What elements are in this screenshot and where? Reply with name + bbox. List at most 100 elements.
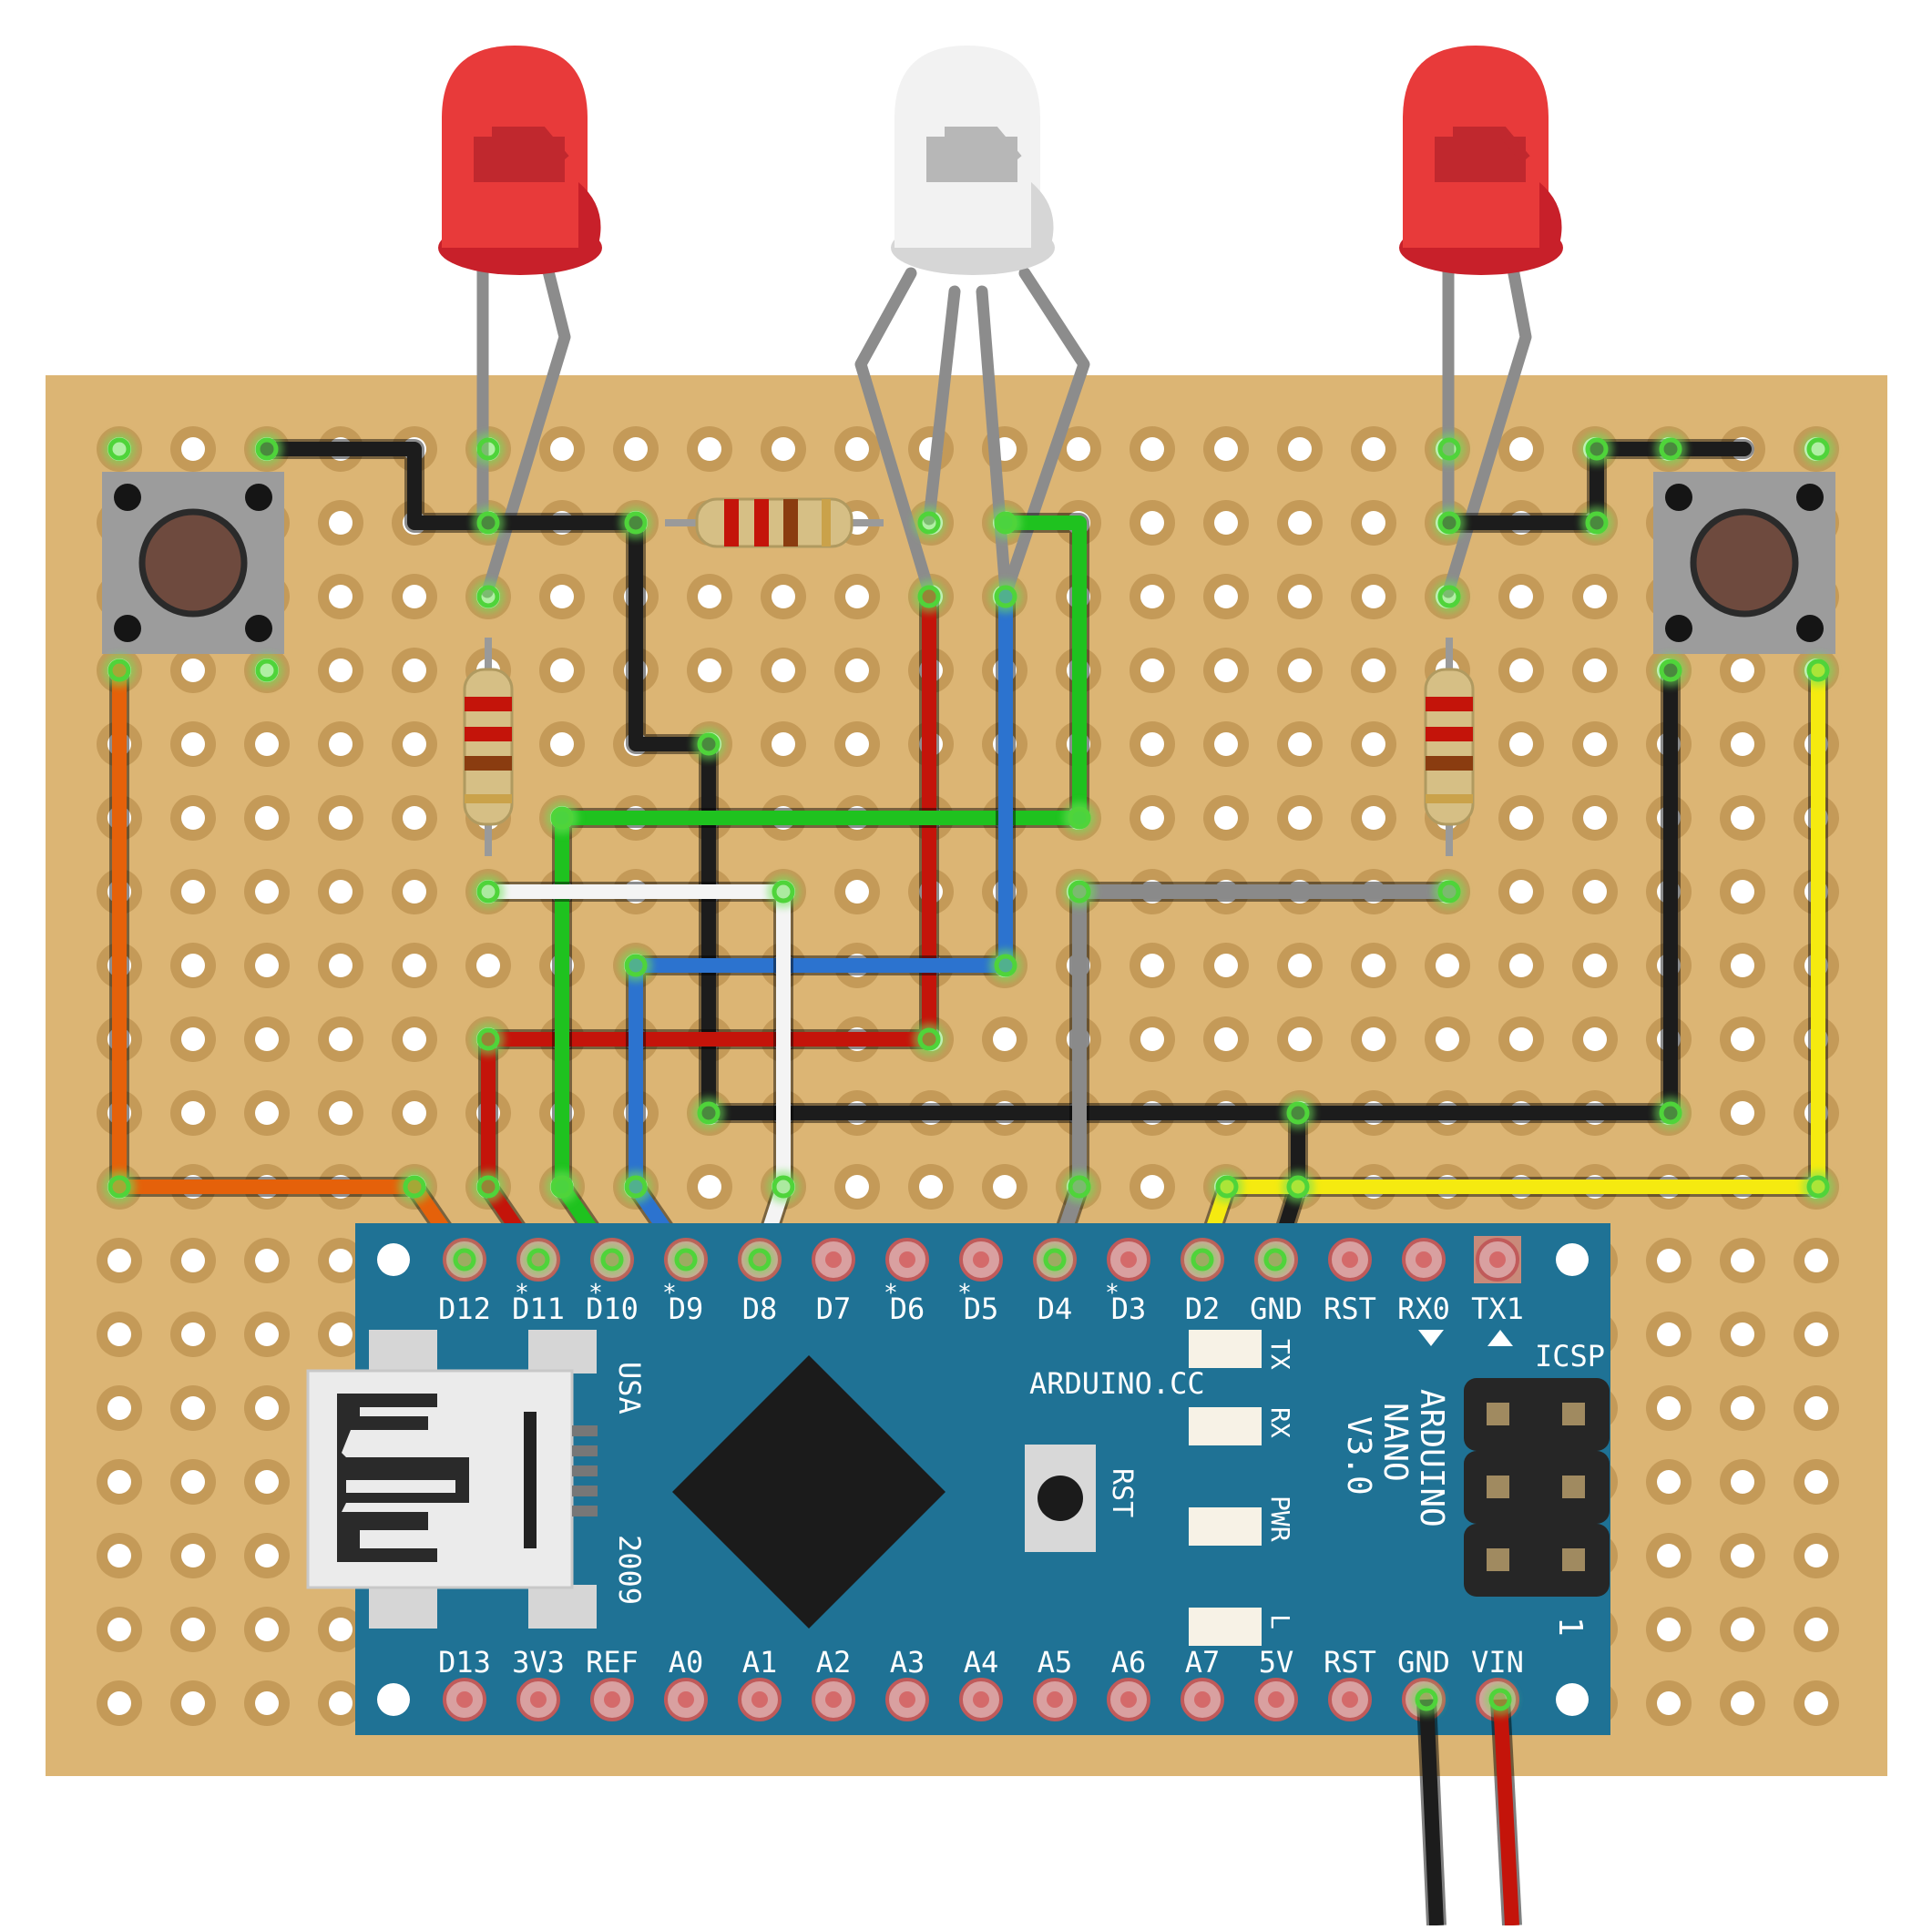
hole	[255, 732, 279, 756]
resistor-top	[665, 497, 884, 548]
hole	[1140, 511, 1164, 535]
hole	[1067, 437, 1090, 461]
usb-connector	[306, 1330, 598, 1629]
connection-marker	[1286, 1101, 1310, 1125]
hole	[255, 806, 279, 830]
hole	[329, 1027, 353, 1051]
connection-glow	[1802, 433, 1835, 465]
hole	[329, 1691, 353, 1715]
nano-pin-center	[1120, 1251, 1137, 1268]
hole	[255, 954, 279, 977]
hole	[255, 1470, 279, 1494]
hole	[1509, 585, 1533, 608]
hole	[845, 437, 869, 461]
hole	[181, 1618, 205, 1641]
nano-pin-label: VIN	[1471, 1645, 1524, 1680]
nano-pin-label: A4	[964, 1645, 999, 1680]
led-red-left	[438, 46, 602, 275]
connection-marker	[1068, 1175, 1091, 1199]
year-label: 2009	[612, 1535, 647, 1605]
nano-pin-center	[456, 1691, 473, 1708]
connection-glow	[472, 1023, 505, 1056]
hole	[1657, 1322, 1681, 1346]
nano-pin-center	[678, 1691, 694, 1708]
button-pin	[1665, 484, 1692, 511]
wire-black-left-top	[260, 442, 1678, 1120]
button-pin	[245, 484, 272, 511]
hole	[107, 1544, 131, 1567]
hole	[329, 954, 353, 977]
led-label-pwr: PWR	[1265, 1496, 1295, 1542]
connection-marker	[674, 1248, 698, 1271]
hole	[698, 1175, 721, 1199]
hole	[1657, 1396, 1681, 1420]
hole	[1509, 880, 1533, 904]
nano-pin-label: A1	[742, 1645, 778, 1680]
push-button-right	[1653, 472, 1835, 654]
hole	[329, 1322, 353, 1346]
icsp-header	[1464, 1378, 1610, 1597]
connection-marker	[1068, 880, 1091, 904]
hole	[845, 659, 869, 682]
connection-glow	[472, 580, 505, 613]
hole	[1288, 1027, 1312, 1051]
nano-pin-label: D10	[586, 1292, 639, 1326]
nano-pwm-star: *	[515, 1280, 529, 1307]
led-flat	[1539, 182, 1562, 250]
nano-pin-label: D6	[890, 1292, 925, 1326]
nano-pin-label: D12	[438, 1292, 491, 1326]
nano-pin-label: A5	[1038, 1645, 1073, 1680]
nano-pin-center	[899, 1251, 915, 1268]
hole	[1731, 1544, 1754, 1567]
resistor-band	[1426, 727, 1473, 741]
led-anvil	[945, 127, 1022, 163]
hole	[1140, 437, 1164, 461]
nano-pin-label: RST	[1324, 1292, 1376, 1326]
nano-pin-label: A6	[1111, 1645, 1147, 1680]
hole	[698, 437, 721, 461]
nano-pin-label: A3	[890, 1645, 925, 1680]
hole	[107, 1322, 131, 1346]
hole	[329, 1618, 353, 1641]
resistor-band	[465, 727, 512, 741]
hole	[1657, 1618, 1681, 1641]
hole	[181, 806, 205, 830]
hole	[1804, 1322, 1828, 1346]
connection-marker	[476, 511, 500, 535]
hole	[845, 880, 869, 904]
resistor-band	[1426, 697, 1473, 711]
nano-pin-center	[1047, 1691, 1063, 1708]
hole	[1362, 511, 1385, 535]
connection-marker	[697, 732, 721, 756]
nano-pin-label: D3	[1111, 1292, 1147, 1326]
connection-glow	[989, 506, 1022, 539]
nano-pin-center	[1268, 1691, 1284, 1708]
hole	[1509, 806, 1533, 830]
icsp-label: ICSP	[1535, 1339, 1605, 1373]
connection-marker	[476, 1027, 500, 1051]
connection-marker	[994, 585, 1017, 608]
hole	[919, 1175, 943, 1199]
hole	[181, 880, 205, 904]
led-rgb-white	[891, 46, 1055, 275]
connection-marker	[1488, 1688, 1512, 1711]
hole	[1362, 1027, 1385, 1051]
nano-pin-center	[530, 1691, 547, 1708]
resistor-band	[783, 499, 798, 546]
led-leg	[1442, 258, 1532, 598]
hole	[1731, 1618, 1754, 1641]
hole	[181, 1101, 205, 1125]
connection-marker	[476, 880, 500, 904]
nano-pwm-star: *	[884, 1280, 898, 1307]
hole	[1214, 511, 1238, 535]
hole	[1362, 585, 1385, 608]
hole	[255, 1396, 279, 1420]
nano-pin-label: D4	[1038, 1292, 1073, 1326]
hole	[772, 437, 795, 461]
led-label-l: L	[1265, 1614, 1295, 1629]
connection-marker	[550, 806, 574, 830]
hole	[845, 1175, 869, 1199]
connection-marker	[255, 437, 279, 461]
reset-button[interactable]	[1025, 1445, 1096, 1552]
led-leg	[481, 258, 571, 598]
